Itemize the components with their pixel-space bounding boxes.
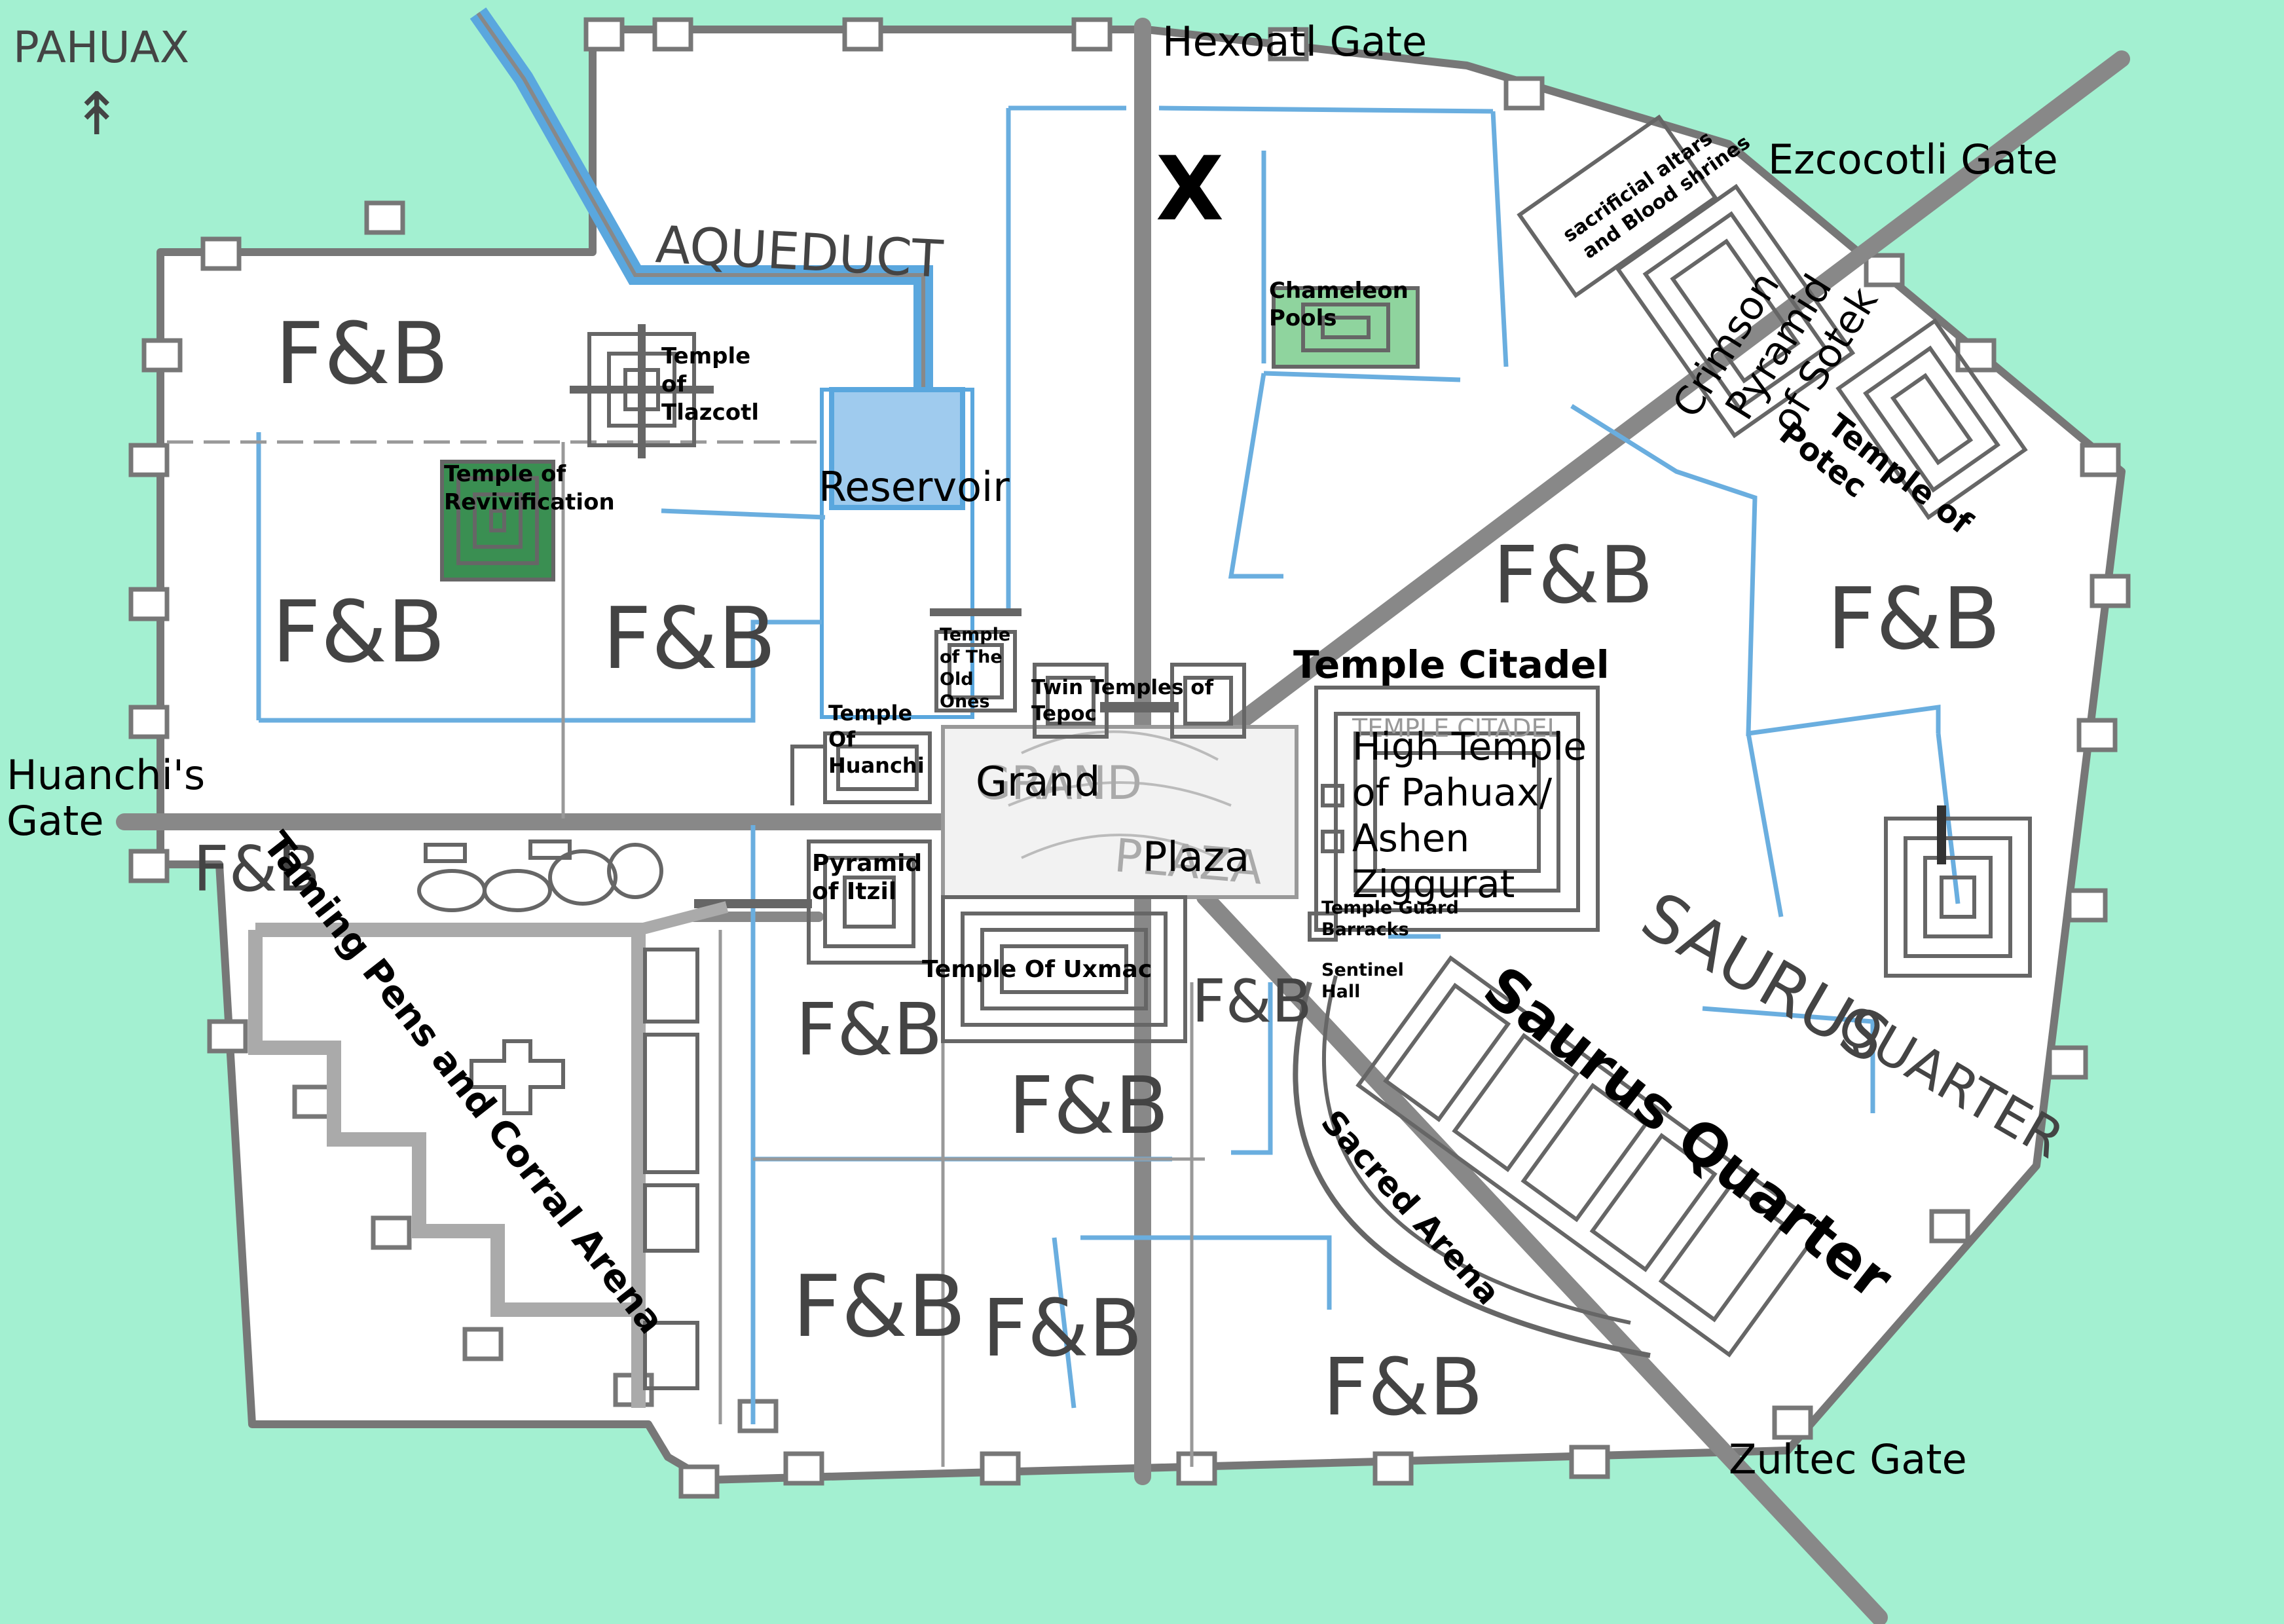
chameleon-pools-label: Pools: [1269, 305, 1337, 331]
grand-plaza-label: Plaza: [1143, 833, 1249, 881]
tlazcotl-temple-label: of: [661, 371, 687, 397]
reservoir-label: Reservoir: [819, 463, 1010, 511]
huanchi-gate-label: Huanchi's: [7, 751, 205, 799]
fb-label: F&B: [272, 582, 445, 682]
tlazcotl-temple-label: Tlazcotl: [661, 399, 759, 426]
sentinel-hall-label: Sentinel: [1321, 960, 1404, 980]
sentinel-hall-label: Hall: [1321, 982, 1360, 1002]
high-temple-label: of Pahuax/: [1352, 770, 1553, 815]
guard-barracks-label: Barracks: [1321, 919, 1409, 940]
fb-label: F&B: [1192, 967, 1312, 1036]
uxmac-temple-label: Temple Of Uxmac: [922, 956, 1152, 983]
hexoatl-gate-label: Hexoatl Gate: [1162, 18, 1427, 65]
citadel-hand-label: TEMPLE CITADEL: [1352, 714, 1561, 743]
corner-label: PAHUAX: [13, 22, 189, 73]
plot-divisions: [167, 440, 1205, 1467]
grand-plaza: [941, 725, 1299, 899]
twin-temples-label: Tepoc: [1031, 702, 1097, 726]
waterworks: [470, 7, 974, 719]
itzil-pyramid-label: Pyramid: [812, 850, 922, 877]
ezcocotli-gate-label: Ezcocotli Gate: [1768, 136, 2058, 183]
fb-label: F&B: [796, 987, 943, 1071]
fb-label: F&B: [1008, 1061, 1169, 1152]
huanchi-temple-label: Huanchi: [828, 753, 925, 778]
old-ones-temple-label: of The: [940, 647, 1003, 667]
x-mark: X: [1156, 138, 1224, 240]
wall-towers: [128, 17, 2131, 1499]
huanchi-gate-label: Gate: [7, 797, 104, 845]
fb-label: F&B: [275, 304, 449, 403]
buildings: [248, 114, 2032, 1408]
citadel-title: Temple Citadel: [1293, 642, 1610, 687]
north-arrow-icon: ↟: [72, 80, 121, 149]
guard-barracks-label: Temple Guard: [1321, 898, 1459, 918]
fb-label: F&B: [1493, 530, 1653, 621]
revivification-temple-label: Revivification: [444, 489, 615, 515]
fb-label: F&B: [1323, 1342, 1483, 1433]
fb-label: F&B: [602, 589, 776, 688]
huanchi-temple-label: Of: [828, 727, 856, 752]
huanchi-temple-label: Temple: [828, 701, 912, 726]
high-temple-label: High Temple: [1352, 724, 1587, 769]
old-ones-temple-label: Old: [940, 669, 974, 690]
fb-label: F&B: [1827, 569, 2000, 669]
plaza-hand-label: PLAZA: [1113, 828, 1265, 895]
tlazcotl-temple-label: Temple: [661, 343, 750, 369]
fb-label: F&B: [193, 834, 320, 906]
revivification-temple-label: Temple of: [444, 461, 566, 487]
zultec-gate-label: Zultec Gate: [1729, 1435, 1967, 1483]
fb-label: F&B: [982, 1283, 1143, 1375]
twin-temples-label: Twin Temples of: [1031, 676, 1214, 699]
fb-label: F&B: [792, 1257, 966, 1356]
high-temple-label: Ziggurat: [1352, 862, 1515, 906]
grand-plaza-label: Grand: [976, 758, 1100, 805]
high-temple-label: Ashen: [1352, 816, 1469, 860]
old-ones-temple-label: Temple: [940, 625, 1010, 645]
old-ones-temple-label: Ones: [940, 692, 990, 712]
grand-hand-label: GRAND: [976, 756, 1142, 810]
chameleon-pools-label: Chameleon: [1269, 278, 1409, 304]
itzil-pyramid-label: of Itzil: [812, 878, 896, 905]
